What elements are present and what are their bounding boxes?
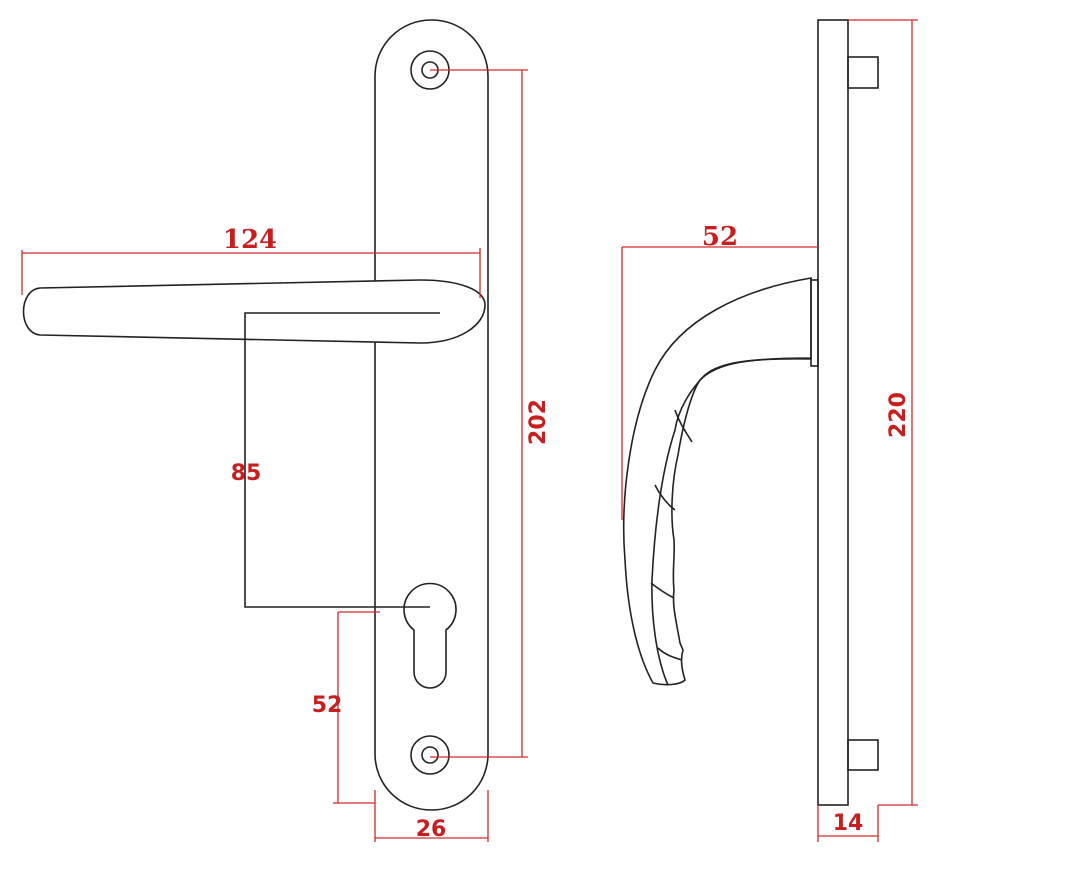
dimension-52-side-line [621, 246, 818, 520]
keyhole [403, 582, 457, 689]
side-handle-ridges [650, 409, 693, 661]
handle-rose [810, 279, 819, 367]
dimension-26-line [374, 790, 489, 842]
dimension-52-front-line [333, 611, 380, 804]
backplate [374, 19, 489, 811]
side-backplate [817, 19, 849, 806]
dimension-124-line [21, 248, 481, 298]
dimension-202-label: 202 [526, 399, 551, 445]
side-dimensions: 52 220 14 [621, 19, 918, 842]
side-handle-inner [651, 358, 812, 686]
side-handle [623, 277, 812, 686]
dimension-52-front-label: 52 [312, 693, 343, 718]
dimension-14-line [817, 805, 879, 842]
bottom-screw-hole-inner [421, 746, 439, 764]
dimension-124-label: 124 [223, 225, 277, 255]
dimension-14-label: 14 [833, 811, 864, 836]
front-dimensions: 124 85 202 52 26 [21, 69, 551, 842]
dimension-220-label: 220 [886, 392, 911, 438]
side-view [623, 19, 879, 806]
front-view [22, 19, 489, 811]
lever [22, 279, 486, 344]
dimension-85-lines [244, 312, 440, 608]
dimension-202-line [430, 69, 528, 758]
dimension-220-line [848, 19, 918, 806]
bottom-screw-hole-outer [410, 735, 450, 775]
dimension-52-side-label: 52 [702, 222, 738, 252]
bottom-stud [847, 739, 879, 771]
top-stud [847, 56, 879, 89]
dimension-26-label: 26 [416, 817, 447, 842]
dimension-85-label: 85 [231, 461, 262, 486]
